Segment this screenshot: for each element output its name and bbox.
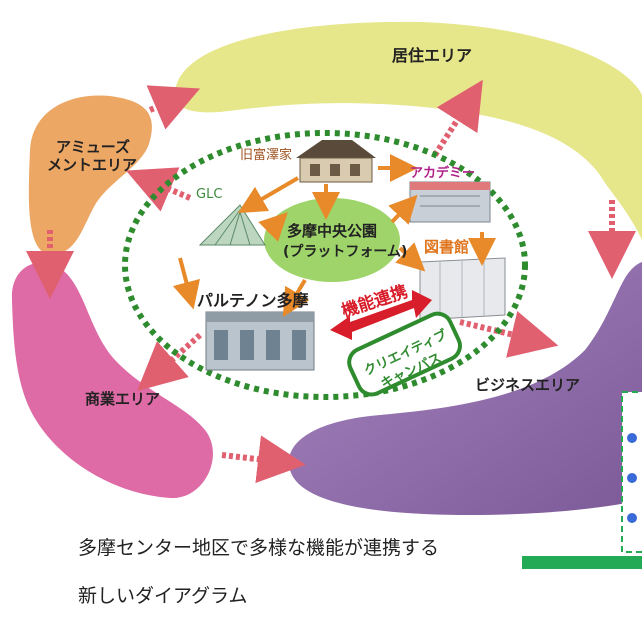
tomisawa-building <box>296 140 376 183</box>
caption-line-1: 多摩センター地区で多様な機能が連携する <box>78 537 440 559</box>
library-building <box>419 257 506 321</box>
caption-line-2: 新しいダイアグラム <box>78 585 248 607</box>
park-label-line1: 多摩中央公園 <box>287 222 378 240</box>
commercial-area-label: 商業エリア <box>85 390 161 408</box>
business-area-band <box>288 262 642 515</box>
park-label-line2: (プラットフォーム) <box>283 244 408 260</box>
business-area-label: ビジネスエリア <box>475 376 581 394</box>
residential-area-label: 居住エリア <box>392 46 473 65</box>
center-ring <box>122 130 528 400</box>
amusement-area-label-line2: メントエリア <box>47 156 138 174</box>
link-residential-amusement <box>146 85 201 130</box>
arrow-park-glc <box>258 212 288 242</box>
function-link-arrow <box>330 290 432 340</box>
side-note-bullet-3 <box>627 513 637 523</box>
link-center-amusement <box>125 167 192 212</box>
arrow-tomisawa-glc <box>237 176 300 214</box>
side-note-bullet-2 <box>627 473 637 483</box>
commercial-area-band <box>11 262 213 499</box>
diagram-canvas <box>11 21 642 569</box>
tomisawa-label: 旧富澤家 <box>240 148 293 163</box>
library-label: 図書館 <box>424 238 470 256</box>
parthenon-building <box>205 311 315 371</box>
parthenon-label: パルテノン多摩 <box>197 291 309 310</box>
arrow-park-academy <box>388 194 418 225</box>
arrow-park-library <box>395 242 426 272</box>
arrow-park-parthenon <box>282 278 310 318</box>
side-note-bullet-1 <box>627 433 637 443</box>
park-blob <box>264 198 400 282</box>
amusement-area-band <box>28 95 152 256</box>
link-center-commercial <box>137 332 202 391</box>
link-commercial-business <box>221 435 306 484</box>
academy-label: アカデミー <box>410 166 476 181</box>
amusement-area-label-line1: アミューズ <box>56 138 130 156</box>
creative-campus-badge <box>347 311 462 397</box>
link-center-residential <box>432 79 483 157</box>
side-note-box <box>621 391 642 553</box>
academy-building <box>409 181 491 223</box>
diagram-caption: 多摩センター地区で多様な機能が連携する 新しいダイアグラム <box>78 512 439 632</box>
arrow-glc-parthenon <box>172 257 200 310</box>
side-note-heading-fragment <box>522 556 642 569</box>
residential-area-band <box>174 21 642 240</box>
glc-building <box>198 204 266 246</box>
glc-label: GLC <box>196 187 223 202</box>
